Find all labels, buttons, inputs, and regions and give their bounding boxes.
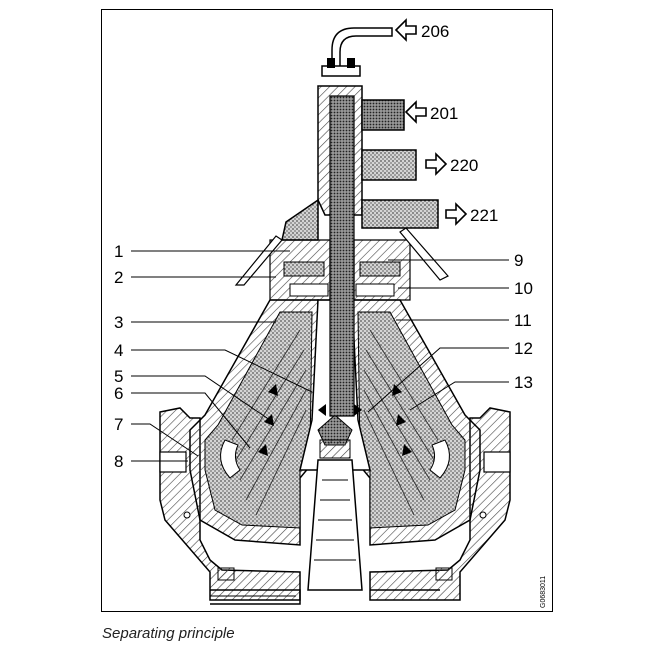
part-13: 13 <box>514 373 533 392</box>
bottom-pipes <box>210 589 440 605</box>
spindle <box>307 459 363 591</box>
part-5: 5 <box>114 367 123 386</box>
label-220: 220 <box>450 156 478 175</box>
figure-caption: Separating principle <box>102 625 235 642</box>
leader-lines <box>131 250 509 462</box>
part-2: 2 <box>114 268 123 287</box>
part-4: 4 <box>114 341 123 360</box>
part-labels: 1 2 3 4 5 6 7 8 9 10 11 12 13 <box>114 242 533 471</box>
label-206: 206 <box>421 22 449 41</box>
part-9: 9 <box>514 251 523 270</box>
part-6: 6 <box>114 384 123 403</box>
part-10: 10 <box>514 279 533 298</box>
drawing-code: G0683011 <box>540 576 547 608</box>
disc-stack <box>204 311 466 529</box>
part-11: 11 <box>514 311 532 330</box>
part-8: 8 <box>114 452 123 471</box>
part-12: 12 <box>514 339 533 358</box>
flow-arrow-220: 220 <box>425 152 478 176</box>
flow-arrow-221: 221 <box>445 202 498 226</box>
part-7: 7 <box>114 415 123 434</box>
part-1: 1 <box>114 242 123 261</box>
label-221: 221 <box>470 206 498 225</box>
inlet-outlet-assembly <box>234 27 449 417</box>
label-201: 201 <box>430 104 458 123</box>
flow-arrow-206: 206 <box>394 18 449 42</box>
flow-arrow-201: 201 <box>404 100 458 124</box>
part-3: 3 <box>114 313 123 332</box>
